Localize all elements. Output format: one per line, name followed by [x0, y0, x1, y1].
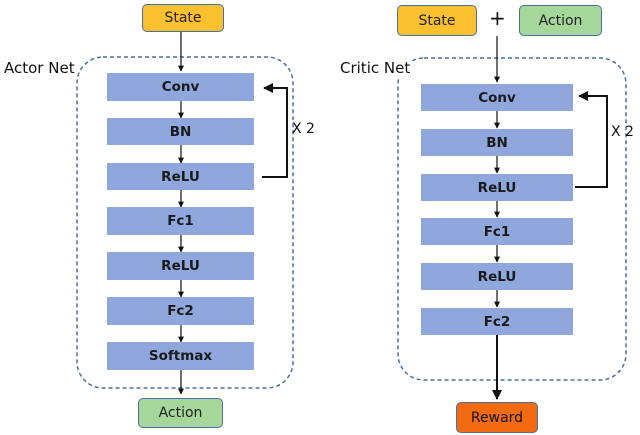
actor-layer-conv: Conv — [107, 73, 254, 101]
critic-layer-fc2: Fc2 — [421, 308, 573, 335]
critic-net-label: Critic Net — [338, 59, 413, 77]
actor-state-input: State — [142, 4, 224, 32]
critic-layer-fc1: Fc1 — [421, 218, 573, 245]
critic-layer-conv: Conv — [421, 84, 573, 111]
actor-repeat-label: X 2 — [292, 121, 315, 137]
critic-layer-bn: BN — [421, 129, 573, 156]
actor-layer-softmax: Softmax — [107, 342, 254, 370]
actor-layer-fc2: Fc2 — [107, 297, 254, 325]
actor-repeat-loop — [262, 83, 288, 178]
actor-layer-relu-2: ReLU — [107, 252, 254, 280]
critic-layer-relu-2: ReLU — [421, 263, 573, 290]
critic-state-input: State — [397, 5, 477, 36]
critic-repeat-loop — [575, 91, 608, 188]
actor-layer-fc1: Fc1 — [107, 207, 254, 235]
critic-net-container — [397, 57, 627, 381]
critic-layer-relu-1: ReLU — [421, 174, 573, 201]
critic-repeat-label: X 2 — [611, 124, 634, 140]
actor-net-label: Actor Net — [2, 59, 77, 77]
actor-net-container — [76, 56, 294, 389]
critic-action-input: Action — [519, 5, 602, 36]
plus-sign: + — [489, 6, 506, 30]
actor-layer-relu-1: ReLU — [107, 163, 254, 190]
actor-action-output: Action — [138, 398, 223, 428]
critic-reward-output: Reward — [456, 402, 538, 433]
actor-layer-bn: BN — [107, 118, 254, 145]
